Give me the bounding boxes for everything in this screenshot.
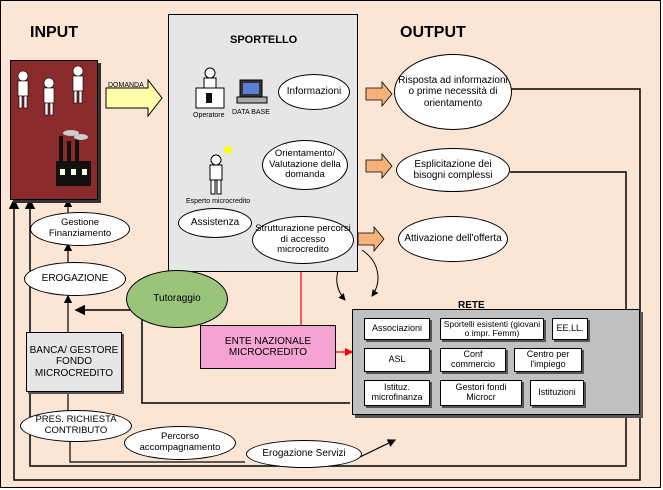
input-header: INPUT <box>30 24 78 41</box>
esperto-label: Esperto microcredito <box>186 198 251 205</box>
rete-istituz-microfinanza: Istituz. microfinanza <box>364 380 430 406</box>
output-esplicitazione: Esplicitazione dei bisogni complessi <box>396 148 510 192</box>
erogazione-servizi-node: Erogazione Servizi <box>246 440 362 468</box>
banca-gestore-box: BANCA/ GESTORE FONDO MICROCREDITO <box>26 332 122 392</box>
output-attivazione: Attivazione dell'offerta <box>398 216 508 262</box>
sportello-header: SPORTELLO <box>230 34 298 46</box>
erogazione-node: EROGAZIONE <box>24 262 126 296</box>
rete-istituzioni: Istituzioni <box>530 380 584 406</box>
gestione-finanziamento-node: Gestione Finanziamento <box>30 212 130 246</box>
operatore-label: Operatore <box>193 112 225 119</box>
database-label: DATA BASE <box>232 109 270 116</box>
rete-asl: ASL <box>364 348 430 372</box>
rete-eell: EE.LL. <box>552 318 588 340</box>
assistenza-node: Assistenza <box>178 208 252 238</box>
rete-confcommercio: Conf commercio <box>440 348 506 372</box>
output-header: OUTPUT <box>400 24 466 41</box>
percorso-accompagnamento-node: Percorso accompagnamento <box>124 426 236 460</box>
input-box <box>10 60 98 200</box>
rete-associazioni: Associazioni <box>364 318 430 340</box>
ente-nazionale-box: ENTE NAZIONALE MICROCREDITO <box>200 325 336 369</box>
output-risposta: Risposta ad informazioni o prime necessi… <box>394 54 512 130</box>
people-icon <box>17 65 91 186</box>
rete-gestori-fondi: Gestori fondi Microcr <box>440 380 522 406</box>
informazioni-node: Informazioni <box>278 74 350 110</box>
rete-header: RETE <box>458 300 485 311</box>
domanda-label: DOMANDA <box>108 82 144 89</box>
factory-icon <box>56 130 91 186</box>
strutturazione-node: Strutturazione percorsi di accesso micro… <box>252 216 354 264</box>
rete-sportelli-esistenti: Sportelli esistenti (giovani o impr. Fem… <box>440 318 544 340</box>
tutoraggio-node: Tutoraggio <box>126 270 228 328</box>
orientamento-node: Orientamento/ Valutazione della domanda <box>262 140 348 190</box>
rete-centro-impiego: Centro per l'impiego <box>514 348 582 372</box>
pres-richiesta-node: PRES. RICHIESTA CONTRIBUTO <box>20 410 132 442</box>
